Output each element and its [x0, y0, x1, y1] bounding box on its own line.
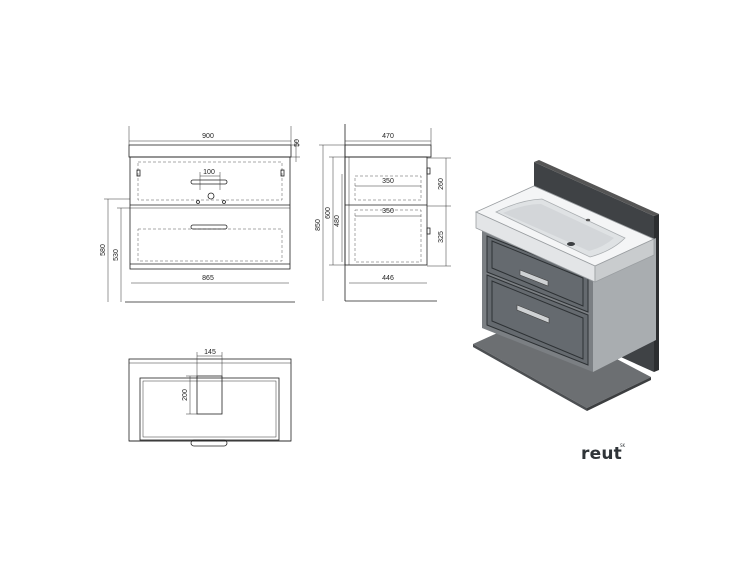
top-view: 145 200: [128, 349, 292, 447]
cabinet-body: [129, 156, 291, 270]
side-view: 470 350 350 446 850 600 480 260 325: [315, 124, 451, 302]
lower-handle: [190, 224, 228, 230]
dim-200: 200: [182, 389, 189, 401]
worktop: [128, 144, 292, 158]
siphon-hole: [207, 192, 215, 200]
top-handle: [190, 439, 228, 447]
dim-145: 145: [204, 349, 216, 356]
dim-850: 850: [315, 219, 322, 231]
dim-865: 865: [202, 275, 214, 282]
dim-480: 480: [334, 215, 341, 227]
upper-handle: [190, 179, 228, 185]
dim-50: 50: [294, 139, 301, 147]
front-view: 900 50 100 865 580 530: [100, 126, 301, 303]
brand-logo: reut SK: [581, 443, 626, 464]
siphon-cutout: [196, 375, 223, 415]
dim-580: 580: [100, 244, 107, 256]
dim-350-top: 350: [382, 178, 394, 185]
product-render: [473, 160, 659, 411]
dim-446: 446: [382, 275, 394, 282]
dim-100: 100: [203, 169, 215, 176]
dim-325: 325: [438, 231, 445, 243]
dim-900: 900: [202, 133, 214, 140]
brand-superscript: SK: [620, 443, 626, 448]
dim-350-bottom: 350: [382, 208, 394, 215]
dim-260: 260: [438, 178, 445, 190]
dim-470: 470: [382, 133, 394, 140]
dim-530: 530: [113, 249, 120, 261]
dim-600: 600: [325, 207, 332, 219]
brand-name: reut: [581, 444, 622, 464]
